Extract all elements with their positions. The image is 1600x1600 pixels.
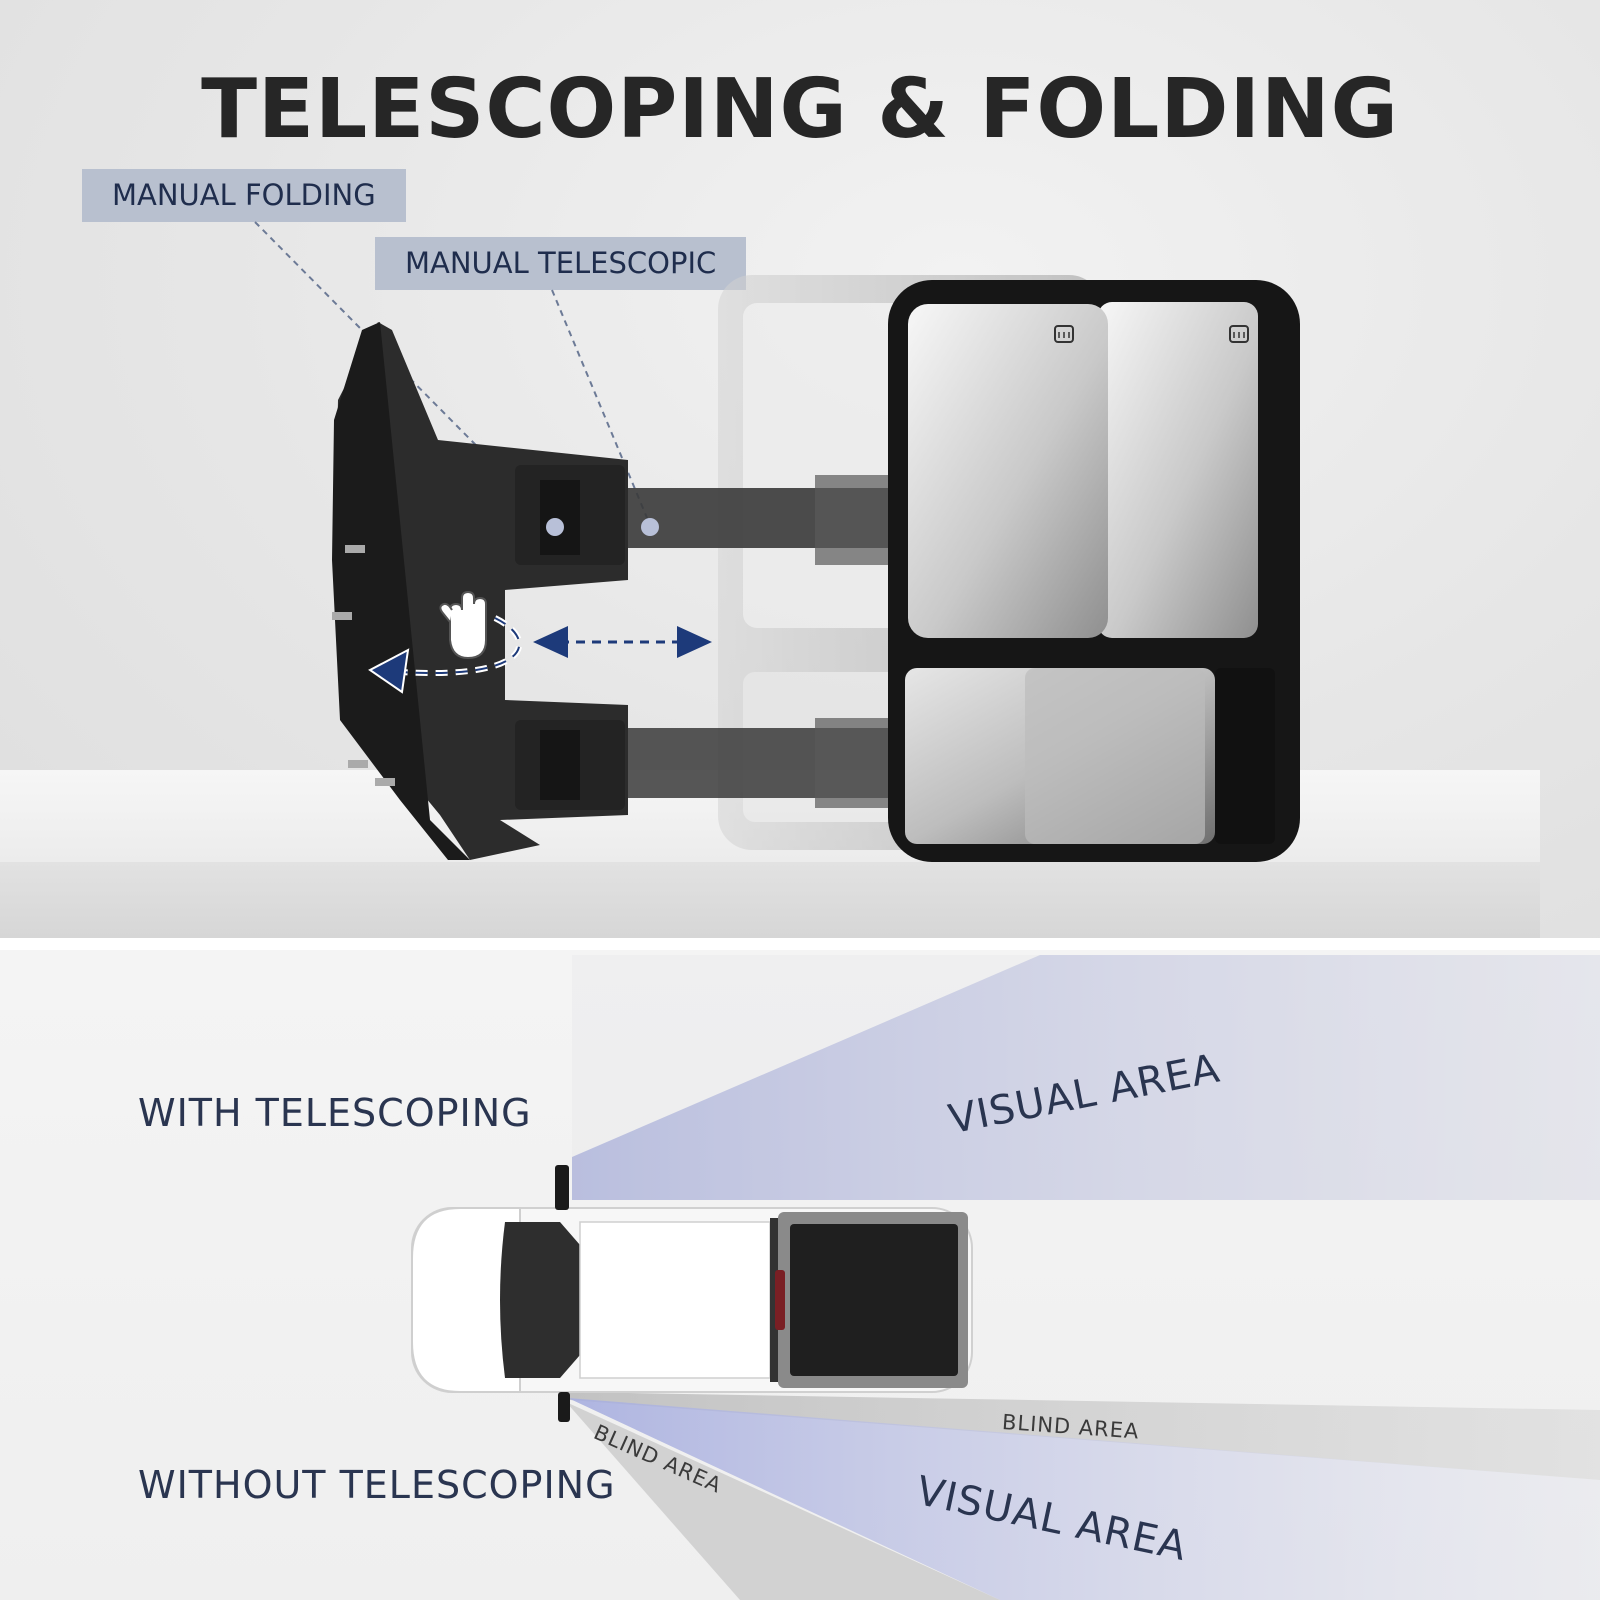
blind-area-right-cone (570, 1392, 1600, 1480)
visual-area-upper-fade (572, 955, 1600, 1200)
mirror-head (888, 280, 1300, 862)
folding-arrow-icon (368, 615, 523, 694)
visual-area-upper-cone (572, 955, 1600, 1200)
truck-illustration (411, 1165, 973, 1422)
folding-point-marker (546, 518, 564, 536)
manual-telescopic-callout: MANUAL TELESCOPIC (375, 237, 747, 290)
without-telescoping-label: WITHOUT TELESCOPING (138, 1463, 616, 1507)
hand-icon (439, 590, 487, 660)
telescopic-point-marker (641, 518, 659, 536)
shelf-edge (0, 862, 1540, 938)
blind-area-left-cone (566, 1402, 1000, 1600)
with-telescoping-label: WITH TELESCOPING (138, 1091, 532, 1135)
mirror-illustration (254, 221, 1300, 862)
telescope-arrow-icon (533, 626, 712, 658)
manual-folding-callout: MANUAL FOLDING (82, 169, 406, 222)
mounting-bracket (332, 322, 628, 860)
heated-mirror-icon (1054, 325, 1249, 343)
page-title: TELESCOPING & FOLDING (201, 62, 1399, 157)
visual-area-lower-cone (568, 1398, 1600, 1600)
